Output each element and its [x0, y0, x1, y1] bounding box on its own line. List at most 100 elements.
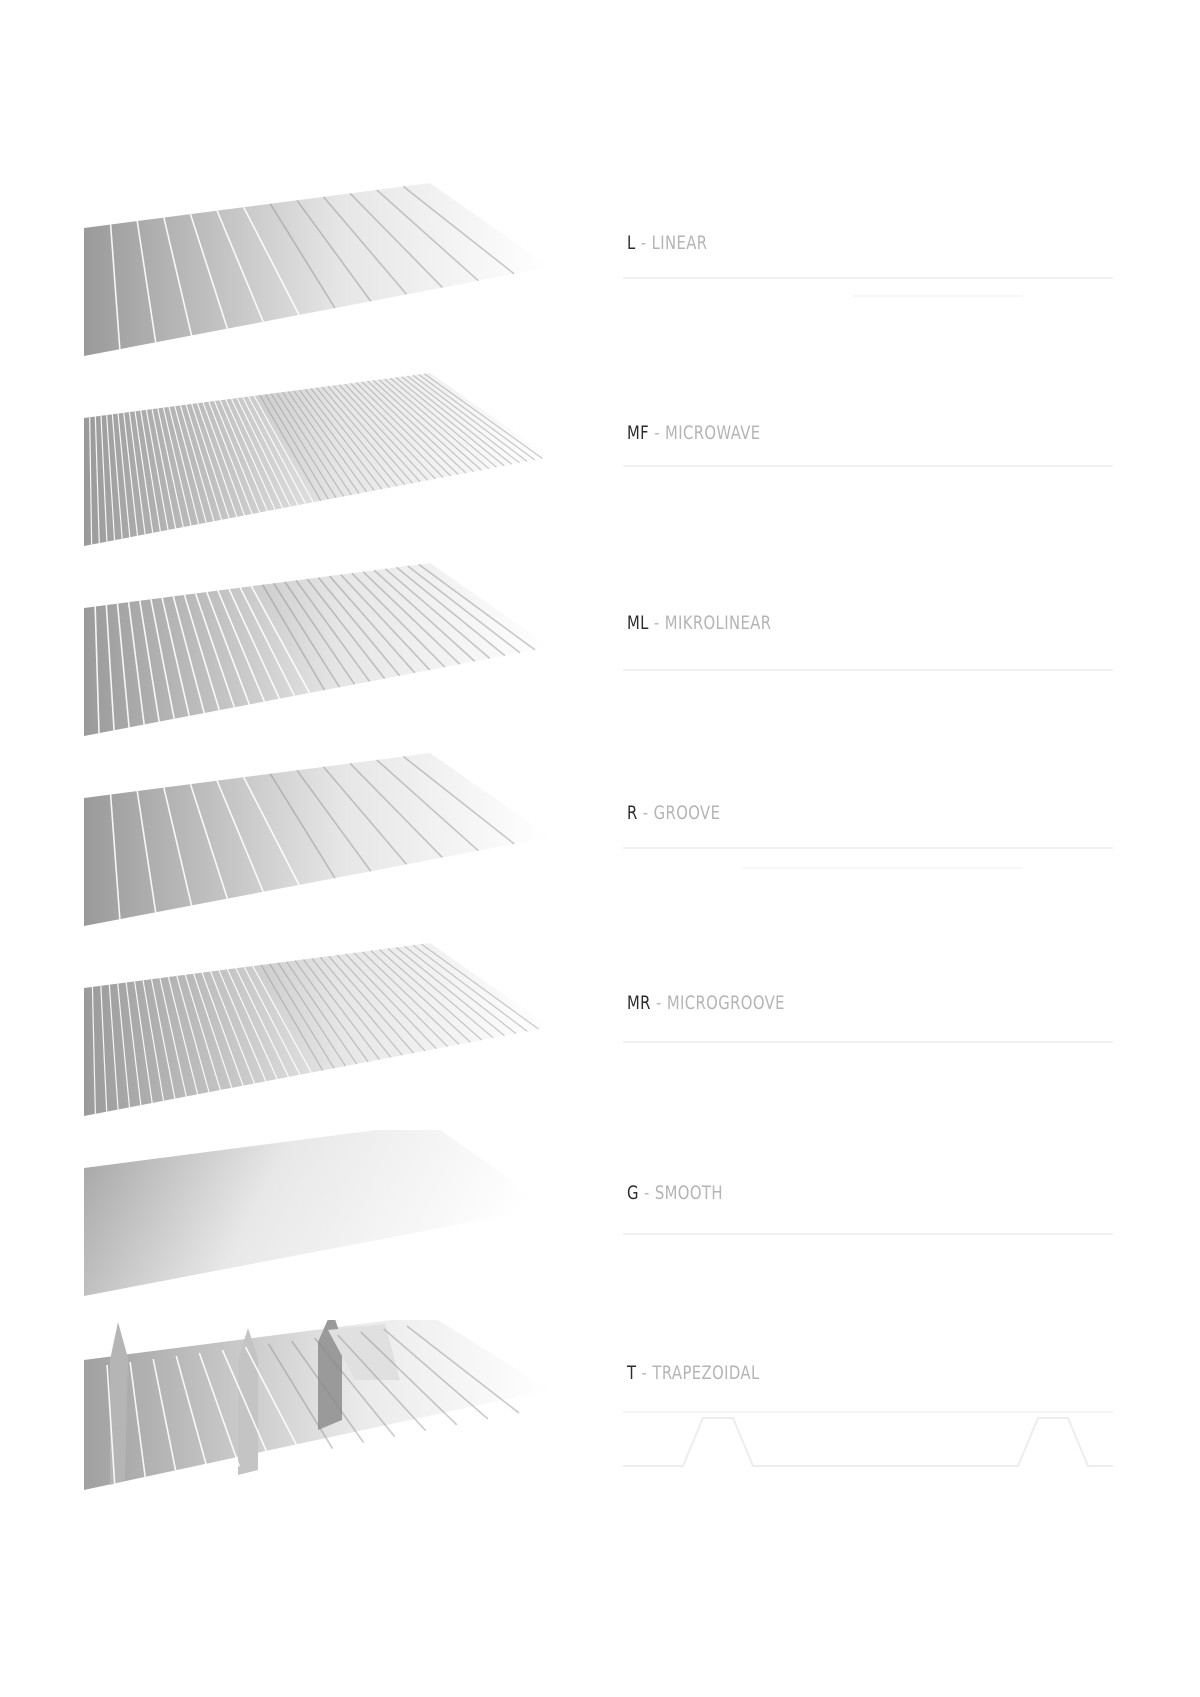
groove-line — [304, 388, 383, 490]
groove-line — [287, 391, 360, 494]
mikrolinear-panel-icon — [80, 560, 560, 740]
profile-code: L — [627, 232, 636, 254]
groove-line — [373, 569, 476, 662]
profile-separator: - — [635, 232, 652, 254]
groove-line — [225, 399, 276, 510]
trapezoidal-panel-icon — [80, 1320, 560, 1500]
groove-line — [217, 590, 266, 702]
groove-line — [198, 1352, 241, 1467]
groove-line — [361, 381, 459, 475]
groove-line — [247, 396, 307, 504]
groove-line — [349, 192, 444, 289]
groove-line — [372, 379, 475, 473]
groove-line — [175, 1355, 210, 1473]
profile-code: G — [627, 1182, 639, 1204]
profile-separator: - — [649, 422, 666, 444]
groove-line — [117, 983, 131, 1108]
microwave-panel-graphic — [84, 373, 550, 546]
profile-separator: - — [650, 992, 667, 1014]
groove-line — [269, 203, 336, 309]
profile-separator: - — [637, 802, 654, 824]
profile-row-trapezoidal: T - TRAPEZOIDAL — [0, 1320, 1200, 1510]
groove-line — [270, 393, 337, 499]
groove-line — [269, 773, 336, 879]
groove-line — [311, 957, 392, 1058]
groove-line — [322, 196, 408, 295]
groove-line — [276, 392, 345, 497]
linear-panel-graphic — [84, 183, 550, 356]
groove-line — [242, 206, 300, 316]
groove-line — [243, 966, 301, 1076]
groove-line — [191, 403, 230, 519]
groove-line — [108, 984, 119, 1110]
microgroove-profile-drawing — [623, 1041, 1113, 1043]
groove-line — [293, 390, 368, 493]
profile-name: MICROWAVE — [665, 422, 761, 444]
groove-line — [106, 1364, 116, 1491]
groove-line — [176, 975, 210, 1093]
groove-line — [236, 397, 291, 507]
groove-line — [139, 600, 160, 722]
groove-line — [378, 379, 482, 471]
groove-line — [370, 950, 471, 1043]
groove-line — [299, 389, 375, 491]
groove-line — [350, 382, 444, 478]
groove-line — [162, 407, 192, 526]
groove-line — [328, 575, 416, 674]
groove-line — [117, 413, 131, 538]
groove-line — [210, 971, 256, 1084]
groove-line — [208, 401, 253, 515]
groove-line — [387, 948, 494, 1039]
groove-line — [94, 606, 100, 734]
groove-line — [123, 412, 139, 536]
groove-line — [152, 1358, 178, 1479]
smooth-profile-drawing — [623, 1233, 1113, 1235]
groove-line — [201, 972, 244, 1086]
groove-line — [100, 415, 108, 542]
groove-line — [404, 945, 517, 1034]
linear-panel-icon — [80, 180, 560, 360]
profile-label: G - SMOOTH — [627, 1182, 723, 1204]
groove-line — [111, 414, 123, 539]
groove-line — [423, 373, 543, 459]
groove-line — [179, 405, 215, 522]
profile-name: LINEAR — [651, 232, 708, 254]
profile-label: R - GROOVE — [627, 802, 720, 824]
groove-line — [242, 397, 299, 506]
profile-separator: - — [638, 1182, 655, 1204]
groove-line — [376, 759, 479, 852]
groove-line — [367, 380, 467, 474]
groove-line — [134, 981, 153, 1104]
groove-line — [319, 956, 403, 1056]
groove-line — [328, 955, 415, 1054]
groove-line — [264, 394, 329, 500]
groove-line — [228, 588, 281, 700]
groove-line — [136, 790, 157, 913]
groove-line — [402, 185, 515, 275]
groove-line — [338, 384, 429, 481]
profile-row-groove: R - GROOVE — [0, 750, 1200, 940]
groove-line — [184, 974, 221, 1091]
profile-code: R — [627, 802, 638, 824]
profile-name: TRAPEZOIDAL — [652, 1362, 760, 1384]
groove-line — [376, 189, 479, 282]
groove-line — [269, 963, 335, 1069]
groove-line — [296, 769, 372, 872]
profile-name: MIKROLINEAR — [664, 612, 772, 634]
groove-line — [163, 217, 193, 336]
groove-line — [336, 954, 426, 1052]
groove-line — [267, 1343, 334, 1449]
groove-line — [344, 383, 436, 480]
groove-line — [106, 415, 116, 541]
groove-line — [193, 973, 233, 1088]
groove-line — [401, 376, 513, 465]
profile-separator: - — [648, 612, 665, 634]
groove-line — [151, 409, 177, 529]
groove-line — [219, 400, 268, 512]
groove-line — [355, 382, 452, 477]
profile-row-microwave: MF - MICROWAVE — [0, 370, 1200, 560]
profile-separator: - — [636, 1362, 653, 1384]
groove-line — [127, 602, 145, 725]
groove-line — [345, 953, 437, 1050]
groove-line — [333, 385, 421, 483]
